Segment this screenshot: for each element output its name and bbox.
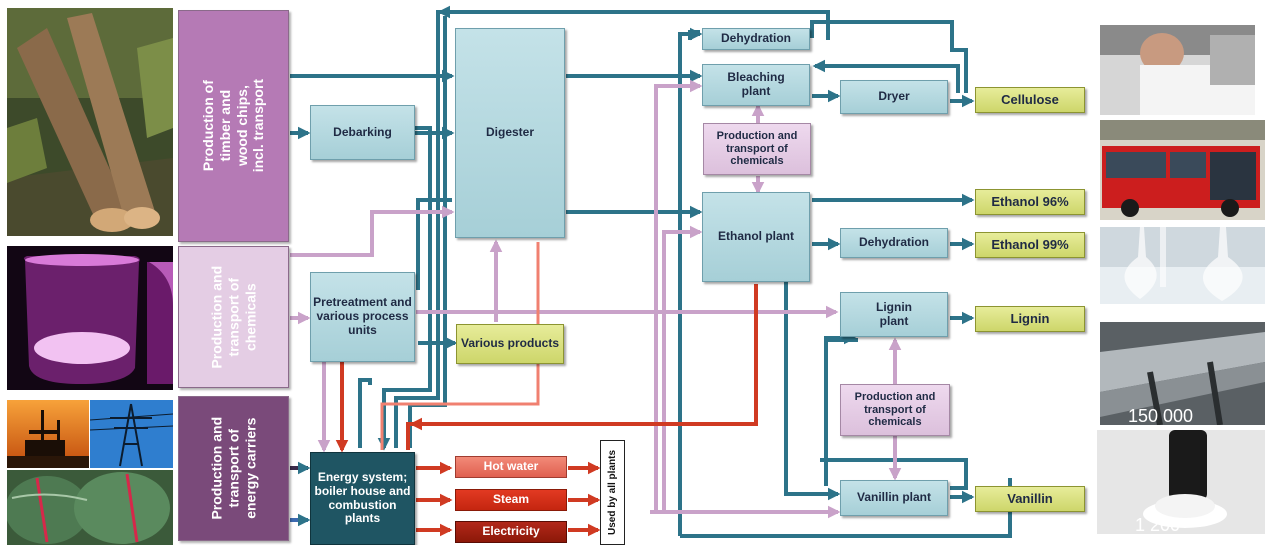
ethanol99-label: Ethanol 99%: [991, 236, 1069, 252]
bleaching-plant-box: Bleaching plant: [702, 64, 810, 106]
debarking-box: Debarking: [310, 105, 415, 160]
ethanol96-label: Ethanol 96%: [991, 193, 1069, 209]
vanillin-label: Vanillin: [1007, 490, 1053, 506]
dryer-box: Dryer: [840, 80, 948, 114]
hot-water-box: Hot water: [455, 456, 567, 478]
digester-label: Digester: [485, 125, 535, 140]
debarking-label: Debarking: [333, 124, 392, 139]
power-pylon-photo: [90, 400, 173, 468]
energy-carriers-source-label: Production and transport of energy carri…: [208, 417, 258, 520]
concrete-overlay-number: 150 000: [1128, 406, 1193, 425]
chemicals-source-label: Production and transport of chemicals: [208, 265, 258, 369]
ethanol99-product: Ethanol 99%: [975, 232, 1085, 258]
oil-rig-photo: [7, 400, 89, 468]
dehydration-mid-label: Dehydration: [858, 235, 929, 250]
pretreatment-label: Pretreatment and various process units: [313, 295, 412, 337]
pretreatment-box: Pretreatment and various process units: [310, 272, 415, 362]
chemicals-source-box: Production and transport of chemicals: [178, 246, 289, 388]
various-products-box: Various products: [456, 324, 564, 364]
electricity-box: Electricity: [455, 521, 567, 543]
steam-box: Steam: [455, 489, 567, 511]
cellulose-product: Cellulose: [975, 87, 1085, 113]
digester-box: Digester: [455, 28, 565, 238]
vanillin-plant-label: Vanillin plant: [856, 490, 931, 505]
energy-carriers-source-box: Production and transport of energy carri…: [178, 396, 289, 541]
chemicals-lower-label: Production and transport of chemicals: [854, 391, 936, 429]
steam-label: Steam: [492, 492, 530, 507]
chemicals-upper-box: Production and transport of chemicals: [703, 123, 811, 175]
paper-photo: [1100, 25, 1255, 115]
chemicals-upper-label: Production and transport of chemicals: [716, 130, 798, 168]
beaker-photo: [7, 246, 173, 390]
timber-source-label: Production of timber and wood chips, inc…: [199, 79, 267, 173]
ethanol96-product: Ethanol 96%: [975, 189, 1085, 215]
various-products-label: Various products: [460, 336, 560, 351]
logs-photo: [7, 8, 173, 236]
dehydration-top-box: Dehydration: [702, 28, 810, 50]
flasks-photo: [1100, 227, 1265, 304]
vanillin-plant-box: Vanillin plant: [840, 480, 948, 516]
timber-source-box: Production of timber and wood chips, inc…: [178, 10, 289, 242]
bus-photo: [1100, 120, 1265, 220]
lignin-label: Lignin: [1010, 310, 1050, 326]
ethanol-plant-label: Ethanol plant: [718, 229, 794, 244]
vanillin-photo: 1 200: [1097, 430, 1265, 534]
dehydration-top-label: Dehydration: [720, 31, 791, 46]
energy-system-box: Energy system; boiler house and combusti…: [310, 452, 415, 545]
electricity-label: Electricity: [482, 524, 540, 539]
bleaching-plant-label: Bleaching plant: [727, 70, 785, 98]
used-by-all-plants-box: Used by all plants: [600, 440, 625, 545]
energy-system-label: Energy system; boiler house and combusti…: [314, 469, 411, 526]
used-by-all-plants-label: Used by all plants: [607, 449, 618, 536]
dehydration-mid-box: Dehydration: [840, 228, 948, 258]
lignin-plant-label: Lignin plant: [876, 299, 912, 328]
lignin-product: Lignin: [975, 306, 1085, 332]
hot-water-label: Hot water: [483, 459, 539, 474]
ethanol-plant-box: Ethanol plant: [702, 192, 810, 282]
chemicals-lower-box: Production and transport of chemicals: [840, 384, 950, 436]
lignin-plant-box: Lignin plant: [840, 292, 948, 337]
bales-photo: [7, 470, 173, 545]
concrete-bridge-photo: 150 000: [1100, 322, 1265, 425]
vanillin-product: Vanillin: [975, 486, 1085, 512]
cellulose-label: Cellulose: [1001, 91, 1059, 107]
dryer-label: Dryer: [878, 89, 910, 104]
vanillin-overlay-number: 1 200: [1135, 515, 1180, 534]
